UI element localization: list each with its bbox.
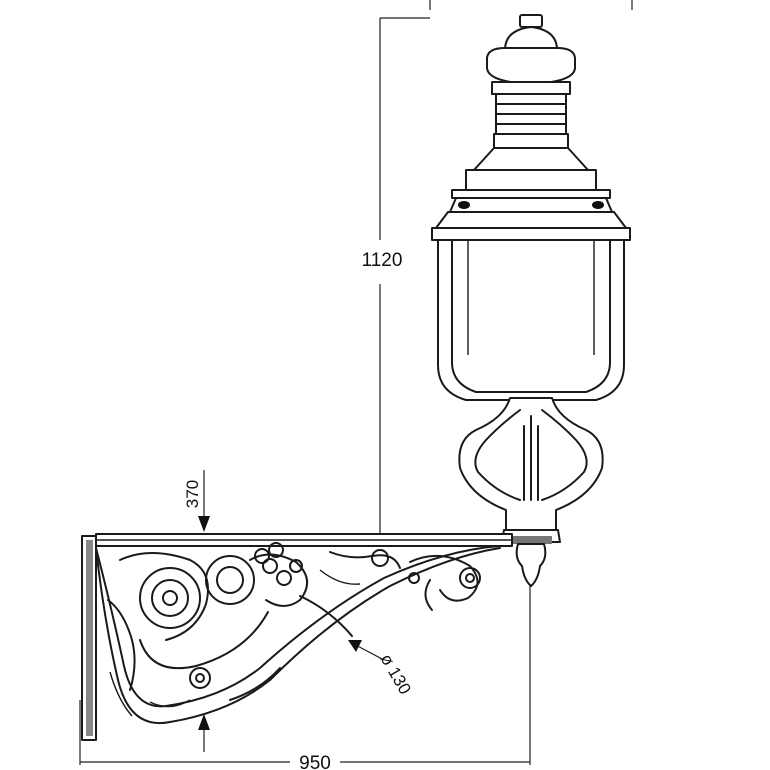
height-dimension-label: 1120 [362, 250, 403, 271]
arm-height-dimension-label: 370 [183, 480, 202, 508]
wall-bracket [81, 533, 513, 741]
lantern [431, 14, 631, 587]
projection-dimension-label: 950 [299, 753, 331, 770]
diameter-dimension-label: ø 130 [377, 651, 415, 698]
scrollwork [107, 542, 481, 717]
